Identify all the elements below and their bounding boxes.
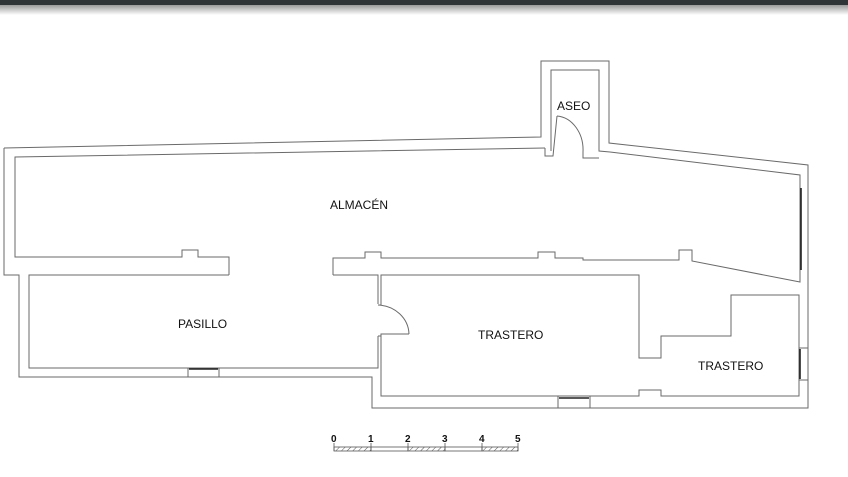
top-bar-shadow [0, 5, 848, 15]
pasillo-window [187, 367, 220, 378]
trastero-window-right [798, 347, 809, 381]
aseo-inner-wall [550, 69, 611, 153]
trastero-door-jamb [378, 333, 409, 337]
scale-segment-3-4 [444, 446, 483, 452]
scale-label-5: 5 [515, 434, 521, 445]
almacen-inner-wall-left [14, 147, 546, 275]
window-top-bar [0, 0, 848, 5]
trastero-window-bottom [557, 395, 591, 409]
pasillo-wall-segment [333, 274, 379, 304]
room-label-pasillo: PASILLO [178, 317, 227, 331]
outer-wall [3, 60, 809, 409]
room-label-aseo: ASEO [557, 99, 590, 113]
scale-segment-2-3 [407, 446, 446, 452]
scale-bar: 0 1 2 3 4 5 [331, 434, 521, 452]
scale-label-0: 0 [331, 434, 337, 445]
room-label-trastero-2: TRASTERO [698, 359, 763, 373]
trastero-door-arc [377, 304, 410, 335]
aseo-door-arc [556, 115, 584, 153]
scale-segment-1-2 [370, 446, 409, 452]
pasillo-inner-wall [28, 274, 379, 369]
scale-label-2: 2 [405, 434, 411, 445]
scale-segment-0-1 [333, 446, 372, 452]
scale-label-4: 4 [479, 434, 485, 445]
scale-label-3: 3 [442, 434, 448, 445]
trastero-inner-wall [380, 274, 800, 397]
room-label-almacen: ALMACÉN [330, 197, 388, 212]
room-label-trastero: TRASTERO [478, 328, 543, 342]
scale-label-1: 1 [368, 434, 374, 445]
aseo-door-jamb-right [582, 152, 599, 159]
scale-segment-4-5 [481, 446, 519, 452]
aseo-door-jamb [544, 115, 558, 157]
almacen-inner-wall-right [332, 151, 801, 283]
